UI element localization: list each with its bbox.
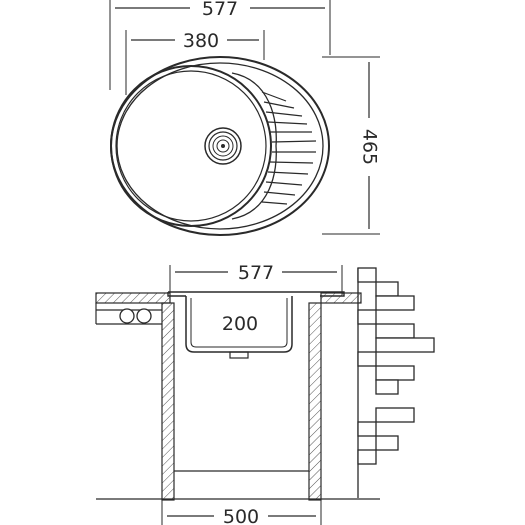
cabinet-wall-right <box>308 302 322 501</box>
top-view: 577 380 465 <box>109 0 381 236</box>
sink-inner-rim <box>116 62 324 230</box>
drainer-wing-outline <box>231 72 277 220</box>
bowl-width-label: 380 <box>183 30 219 52</box>
overall-width-dimension: 577 <box>109 0 331 90</box>
brick-wall <box>357 267 435 498</box>
adjacent-cabinet <box>95 303 162 325</box>
cabinet-width-dimension: 500 <box>161 500 322 525</box>
section-width-dimension: 577 <box>169 262 343 295</box>
bowl-inner-outline <box>115 70 267 222</box>
cabinet-wall-left <box>161 302 175 501</box>
bowl-inner-section <box>190 298 288 348</box>
drain-strainer <box>204 127 242 165</box>
cabinet-width-label: 500 <box>223 506 259 525</box>
overall-width-label: 577 <box>202 0 238 20</box>
drain-outlet <box>229 351 249 359</box>
section-width-label: 577 <box>238 262 274 284</box>
sink-outer-rim <box>110 56 330 236</box>
bowl-width-dimension: 380 <box>125 30 265 95</box>
sink-flange <box>167 291 345 297</box>
section-view: 577 200 <box>95 262 435 525</box>
drainer-ribs <box>261 91 317 205</box>
bowl-outline <box>110 65 272 227</box>
depth-label: 465 <box>359 129 381 165</box>
bowl-depth-label: 200 <box>222 313 258 335</box>
depth-dimension: 465 <box>322 56 381 235</box>
cabinet-knob-1 <box>119 308 135 324</box>
countertop-right <box>320 292 362 304</box>
cabinet-knob-2 <box>136 308 152 324</box>
countertop-left <box>95 292 171 304</box>
